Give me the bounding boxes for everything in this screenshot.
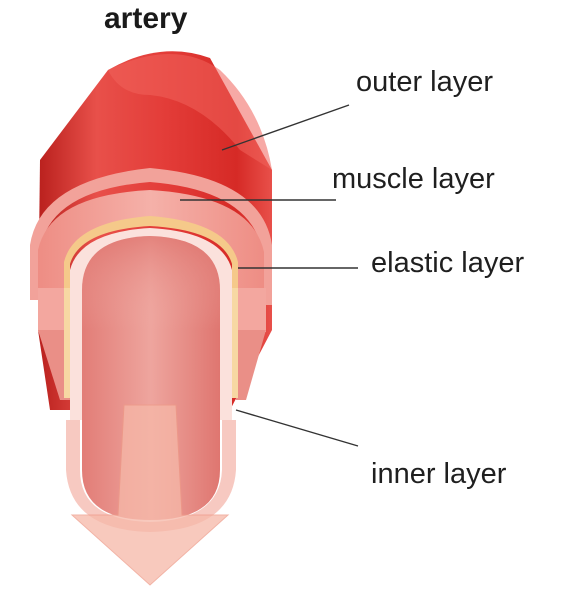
elastic-layer-label: elastic layer	[371, 249, 524, 278]
inner-leader-line	[236, 410, 358, 446]
diagram-title: artery	[104, 4, 187, 34]
outer-layer-label: outer layer	[356, 68, 493, 97]
inner-layer-label: inner layer	[371, 460, 506, 489]
muscle-layer-label: muscle layer	[332, 165, 495, 194]
